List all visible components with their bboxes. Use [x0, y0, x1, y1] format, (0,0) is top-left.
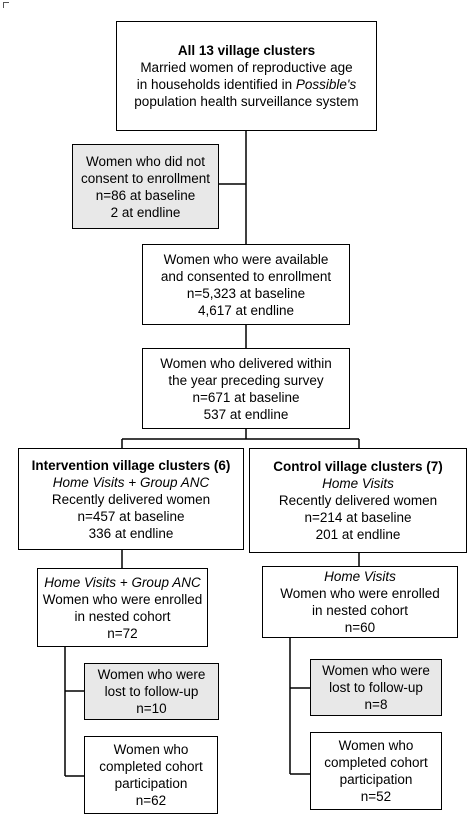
control-title: Control village clusters (7) [273, 459, 443, 474]
int-completed-box: Women who completed cohort participation… [84, 736, 218, 814]
ctl-cohort-box: Home Visits Women who were enrolled in n… [262, 566, 458, 638]
intervention-title: Intervention village clusters (6) [31, 457, 231, 473]
all-clusters-box: All 13 village clusters Married women of… [116, 21, 377, 131]
intervention-box: Intervention village clusters (6) Home V… [18, 448, 244, 550]
consented-box: Women who were available and consented t… [142, 244, 350, 325]
corner-mark [3, 2, 9, 8]
ctl-completed-box: Women who completed cohort participation… [310, 732, 442, 810]
all-clusters-line2: in households identified in Possible's [136, 77, 357, 92]
control-box: Control village clusters (7) Home Visits… [249, 448, 467, 553]
all-clusters-line3: population health surveillance system [134, 94, 359, 109]
int-cohort-box: Home Visits + Group ANC Women who were e… [37, 568, 208, 647]
delivered-box: Women who delivered within the year prec… [142, 348, 350, 429]
int-lost-box: Women who were lost to follow-up n=10 [84, 663, 219, 720]
all-clusters-title: All 13 village clusters [177, 43, 316, 58]
ctl-lost-box: Women who were lost to follow-up n=8 [310, 659, 442, 716]
not-consent-box: Women who did not consent to enrollment … [72, 144, 219, 229]
all-clusters-line1: Married women of reproductive age [140, 60, 353, 75]
